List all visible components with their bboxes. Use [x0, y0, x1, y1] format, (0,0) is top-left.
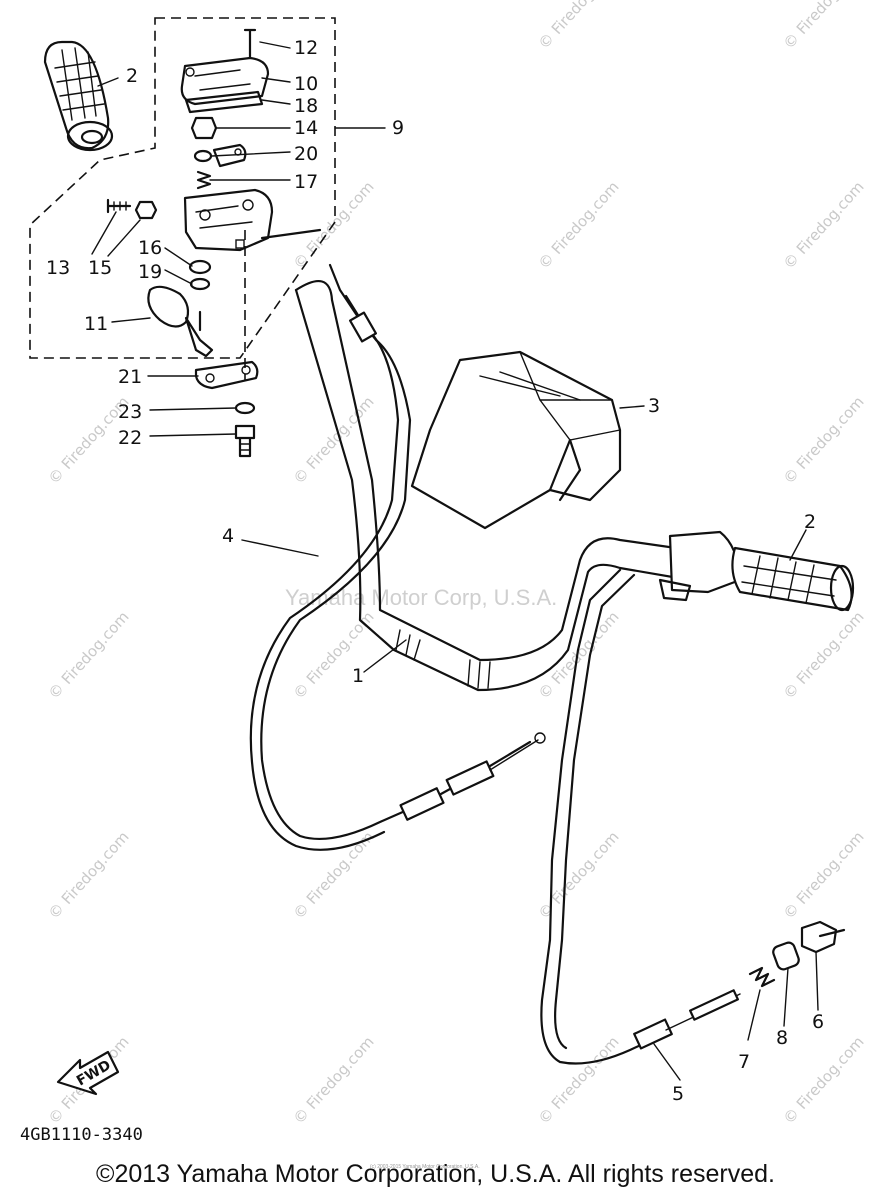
throttle-assembly-boundary	[29, 17, 336, 359]
watermark-14: © Firedog.com	[290, 828, 378, 923]
callout-21: 21	[118, 366, 142, 388]
fwd-arrow: FWD	[56, 1050, 120, 1096]
watermark-4: © Firedog.com	[535, 178, 623, 273]
watermark-15: © Firedog.com	[535, 828, 623, 923]
watermark-12: © Firedog.com	[780, 608, 868, 703]
left-grip	[43, 40, 114, 152]
callout-8: 8	[776, 1027, 788, 1049]
watermark-13: © Firedog.com	[45, 828, 133, 923]
cable-end-fittings	[748, 920, 846, 988]
callout-10: 10	[294, 73, 318, 95]
callout-12: 12	[294, 37, 318, 59]
watermark-11: © Firedog.com	[535, 608, 623, 703]
copyright-notice: ©2013 Yamaha Motor Corporation, U.S.A. A…	[96, 1160, 775, 1188]
callout-16: 16	[138, 237, 162, 259]
callout-20: 20	[294, 143, 318, 165]
right-grip	[658, 530, 855, 612]
callout-2-right: 2	[804, 511, 816, 533]
callout-2-left: 2	[126, 65, 138, 87]
watermark-20: © Firedog.com	[780, 1033, 868, 1128]
watermark-6: © Firedog.com	[290, 393, 378, 488]
handlebar-cover	[410, 350, 622, 530]
center-watermark: Yamaha Motor Corp, U.S.A.	[285, 585, 557, 610]
callout-15: 15	[88, 257, 112, 279]
throttle-cable	[249, 263, 546, 851]
callout-23: 23	[118, 401, 142, 423]
watermark-9: © Firedog.com	[45, 608, 133, 703]
throttle-housing-parts	[106, 28, 322, 458]
leader-lines	[91, 41, 819, 1081]
watermark-16: © Firedog.com	[780, 828, 868, 923]
callout-4: 4	[222, 525, 234, 547]
callout-6: 6	[812, 1011, 824, 1033]
callout-9: 9	[392, 117, 404, 139]
callout-labels: 2 12 10 18 14 9 20 17 13 15 16 19 11 21 …	[46, 37, 824, 1105]
callout-5: 5	[672, 1083, 684, 1105]
watermark-10: © Firedog.com	[290, 608, 378, 703]
choke-cable	[540, 568, 741, 1065]
handlebar	[294, 279, 692, 692]
callout-18: 18	[294, 95, 318, 117]
watermark-5: © Firedog.com	[780, 178, 868, 273]
callout-14: 14	[294, 117, 318, 139]
watermark-18: © Firedog.com	[290, 1033, 378, 1128]
callout-13: 13	[46, 257, 70, 279]
watermark-8: © Firedog.com	[780, 393, 868, 488]
callout-22: 22	[118, 427, 142, 449]
drawing-code: 4GB1110-3340	[20, 1125, 143, 1145]
callout-17: 17	[294, 171, 318, 193]
tiny-notice: (c) 2003-2015 Yamaha Motor Corporation, …	[370, 1164, 480, 1170]
callout-11: 11	[84, 313, 108, 335]
watermark-2: © Firedog.com	[780, 0, 868, 53]
callout-7: 7	[738, 1051, 750, 1073]
watermark-1: © Firedog.com	[535, 0, 623, 53]
callout-1: 1	[352, 665, 364, 687]
callout-19: 19	[138, 261, 162, 283]
callout-3: 3	[648, 395, 660, 417]
